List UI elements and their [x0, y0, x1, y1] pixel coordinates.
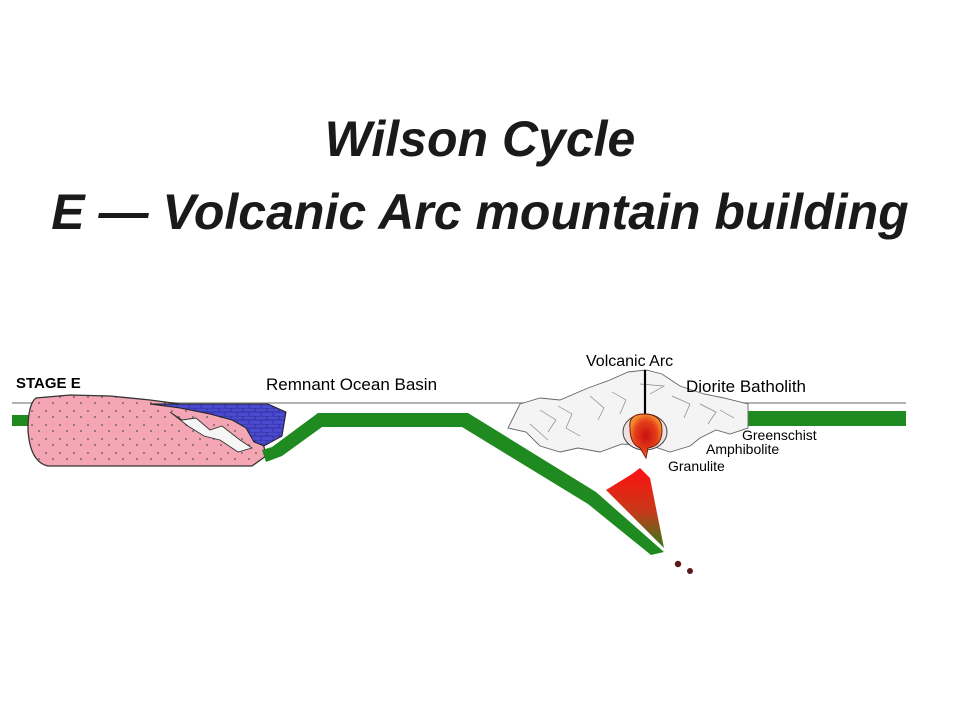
- partial-melt-zone: [606, 468, 664, 548]
- sediment-wedge: [149, 403, 287, 447]
- stage-label: STAGE E: [16, 375, 81, 392]
- volcanic-arc-crust: [507, 369, 749, 453]
- oceanic-crust-left-stub: [12, 415, 30, 426]
- diorite-batholith-label: Diorite Batholith: [686, 377, 806, 396]
- amphibolite-label: Amphibolite: [706, 441, 779, 457]
- slide-title: Wilson Cycle: [324, 111, 636, 167]
- granulite-label: Granulite: [668, 458, 725, 474]
- magma-droplet: [687, 568, 693, 574]
- deformed-sediment: [169, 411, 254, 453]
- diorite-batholith: [629, 413, 663, 460]
- slide-subtitle: E — Volcanic Arc mountain building: [51, 184, 909, 240]
- oceanic-crust-right: [748, 411, 906, 426]
- magma-droplet: [674, 560, 682, 568]
- arc-crust-texture: [529, 383, 735, 441]
- greenschist-label: Greenschist: [742, 427, 817, 443]
- oceanic-crust-slab: [262, 413, 664, 555]
- remnant-ocean-basin-label: Remnant Ocean Basin: [266, 375, 437, 394]
- volcanic-arc-label: Volcanic Arc: [586, 353, 673, 370]
